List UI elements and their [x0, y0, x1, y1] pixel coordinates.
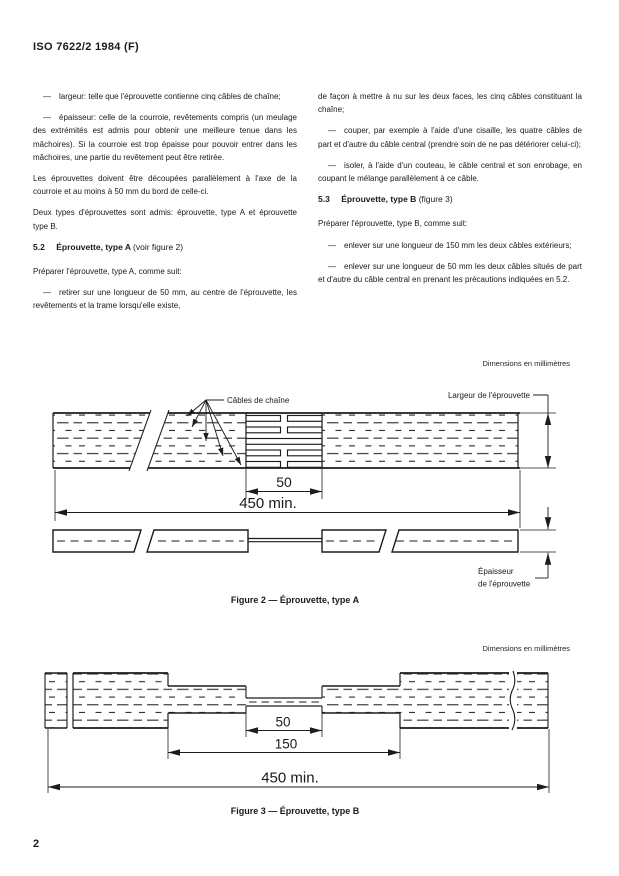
paragraph-bullet: — isoler, à l'aide d'un couteau, le câbl…: [318, 160, 582, 184]
section-title: Éprouvette, type A: [56, 241, 131, 252]
dim-450: [54, 470, 521, 528]
dim-450: [47, 729, 550, 793]
paragraph-bullet: — enlever sur une longueur de 150 mm les…: [328, 240, 572, 250]
section-heading-5-3: 5.3 Éprouvette, type B (figure 3): [318, 193, 582, 206]
specimen-b-plan-view: [44, 670, 549, 731]
dim-150: [167, 714, 401, 759]
epaisseur-label-line1: Épaisseur: [478, 567, 514, 576]
specimen-a-plan-view: [52, 409, 520, 472]
largeur-label: Largeur de l'éprouvette: [448, 391, 531, 400]
dim-50: [245, 707, 323, 737]
dim-150-value: 150: [275, 737, 298, 752]
dim-450-value: 450 min.: [261, 770, 319, 787]
dim-50-value: 50: [275, 715, 290, 730]
page-number: 2: [33, 838, 40, 850]
cables-label: Câbles de chaîne: [227, 396, 290, 405]
paragraph-bullet: — couper, par exemple à l'aide d'une cis…: [318, 126, 582, 149]
dimensions-note-figure2: Dimensions en millimètres: [482, 359, 570, 368]
bared-cables: [245, 414, 323, 468]
paragraph-bullet: — enlever sur une longueur de 50 mm les …: [318, 261, 582, 285]
section-number: 5.2: [33, 241, 45, 252]
figure2-caption: Figure 2 — Éprouvette, type A: [230, 595, 360, 605]
paragraph: Préparer l'éprouvette, type A, comme sui…: [33, 267, 182, 277]
dim-50: [245, 469, 323, 499]
figure2-drawing: Câbles de chaîne Largeur de l'éprouvette…: [52, 391, 556, 589]
figure3-caption: Figure 3 — Éprouvette, type B: [230, 806, 360, 816]
paragraph-bullet: — largeur: telle que l'éprouvette contie…: [43, 92, 281, 101]
section-title: Éprouvette, type B: [341, 194, 417, 205]
epaisseur-label-line2: de l'éprouvette: [478, 580, 531, 589]
largeur-dimension: [520, 394, 556, 469]
column-left: — largeur: telle que l'éprouvette contie…: [33, 90, 297, 321]
paragraph: Deux types d'éprouvettes sont admis: épr…: [33, 208, 297, 231]
dimensions-note-figure3: Dimensions en millimètres: [482, 644, 570, 653]
paragraph: Préparer l'éprouvette, type B, comme sui…: [318, 219, 468, 229]
column-right: de façon à mettre à nu sur les deux face…: [318, 90, 582, 294]
paragraph: de façon à mettre à nu sur les deux face…: [318, 92, 582, 115]
paragraph: Les éprouvettes doivent être découpées p…: [33, 174, 297, 197]
section-number: 5.3: [318, 194, 330, 205]
figure3-drawing: 50 150 450 min.: [44, 670, 550, 793]
specimen-a-side-view: [52, 529, 519, 553]
section-title-suffix: (voir figure 2): [133, 241, 184, 252]
paragraph-bullet: — retirer sur une longueur de 50 mm, au …: [33, 288, 297, 311]
epaisseur-dimension: [520, 507, 556, 579]
section-heading-5-2: 5.2 Éprouvette, type A (voir figure 2): [33, 241, 297, 254]
paragraph-bullet: — épaisseur: celle de la courroie, revêt…: [33, 113, 297, 162]
dim-450-value: 450 min.: [239, 495, 297, 512]
section-title-suffix: (figure 3): [418, 194, 453, 205]
dim-50-value: 50: [276, 474, 292, 490]
page-header: ISO 7622/2 1984 (F): [33, 41, 139, 53]
cables-leader: [186, 399, 242, 466]
break-gap: [129, 410, 169, 471]
